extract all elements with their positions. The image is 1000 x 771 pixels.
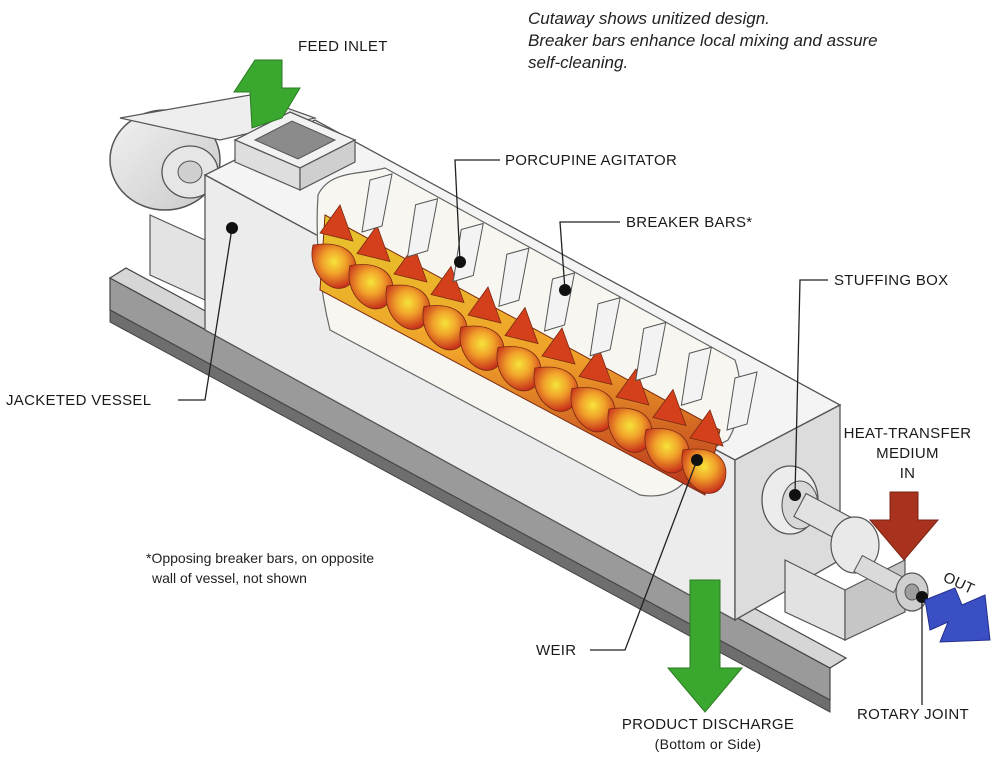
caption-line-1: Cutaway shows unitized design.	[528, 9, 770, 28]
heat-transfer-line-2: MEDIUM	[876, 445, 939, 462]
paddle-spike	[393, 245, 428, 283]
product-discharge-arrow	[666, 579, 744, 713]
out-arrow	[924, 587, 991, 643]
feed-inlet-arrow	[233, 59, 301, 129]
heat-transfer-line-3: IN	[899, 465, 916, 482]
heat-in-arrow	[868, 491, 940, 561]
label-porcupine-agitator: PORCUPINE AGITATOR	[505, 152, 678, 169]
label-jacketed-vessel: JACKETED VESSEL	[6, 392, 152, 409]
feed-inlet-box	[233, 111, 357, 191]
paddle-spike	[319, 204, 354, 242]
footnote-line-2: wall of vessel, not shown	[152, 570, 307, 586]
porcupine-paddles	[311, 204, 727, 494]
breaker-bar	[680, 346, 713, 406]
paddle-spike	[652, 388, 687, 427]
label-heat-transfer: HEAT-TRANSFER MEDIUM IN	[820, 424, 995, 484]
caption-line-2: Breaker bars enhance local mixing and as…	[528, 31, 878, 50]
breaker-bar	[361, 173, 393, 233]
paddle-spike	[615, 368, 650, 406]
paddle-spike	[541, 327, 576, 365]
breaker-bar	[726, 371, 758, 431]
breaker-bar	[498, 247, 530, 307]
breaker-bar-set	[361, 173, 758, 431]
heat-transfer-line-1: HEAT-TRANSFER	[843, 425, 972, 442]
label-feed-inlet: FEED INLET	[298, 38, 388, 55]
footnote-line-1: *Opposing breaker bars, on opposite	[146, 550, 375, 566]
label-breaker-bars: BREAKER BARS*	[626, 214, 753, 231]
paddle-spike	[504, 306, 539, 345]
breaker-bar	[407, 198, 439, 258]
leader-lines	[178, 159, 923, 705]
paddle-spike	[578, 347, 613, 386]
caption-line-3: self-cleaning.	[528, 53, 629, 72]
paddle-spike	[430, 265, 465, 304]
paddle-spike	[356, 224, 391, 263]
caption: Cutaway shows unitized design. Breaker b…	[528, 8, 878, 74]
breaker-bar	[589, 297, 621, 357]
label-product-discharge-sub: (Bottom or Side)	[654, 736, 762, 752]
callout-dots	[226, 222, 928, 603]
breaker-bar	[635, 321, 667, 382]
label-rotary-joint: ROTARY JOINT	[857, 706, 969, 723]
paddle-spike	[689, 409, 724, 447]
label-product-discharge: PRODUCT DISCHARGE	[621, 716, 795, 733]
label-stuffing-box: STUFFING BOX	[834, 272, 949, 289]
footnote: *Opposing breaker bars, on opposite wall…	[146, 548, 374, 588]
label-weir: WEIR	[536, 642, 577, 659]
paddle-spike	[467, 286, 502, 324]
